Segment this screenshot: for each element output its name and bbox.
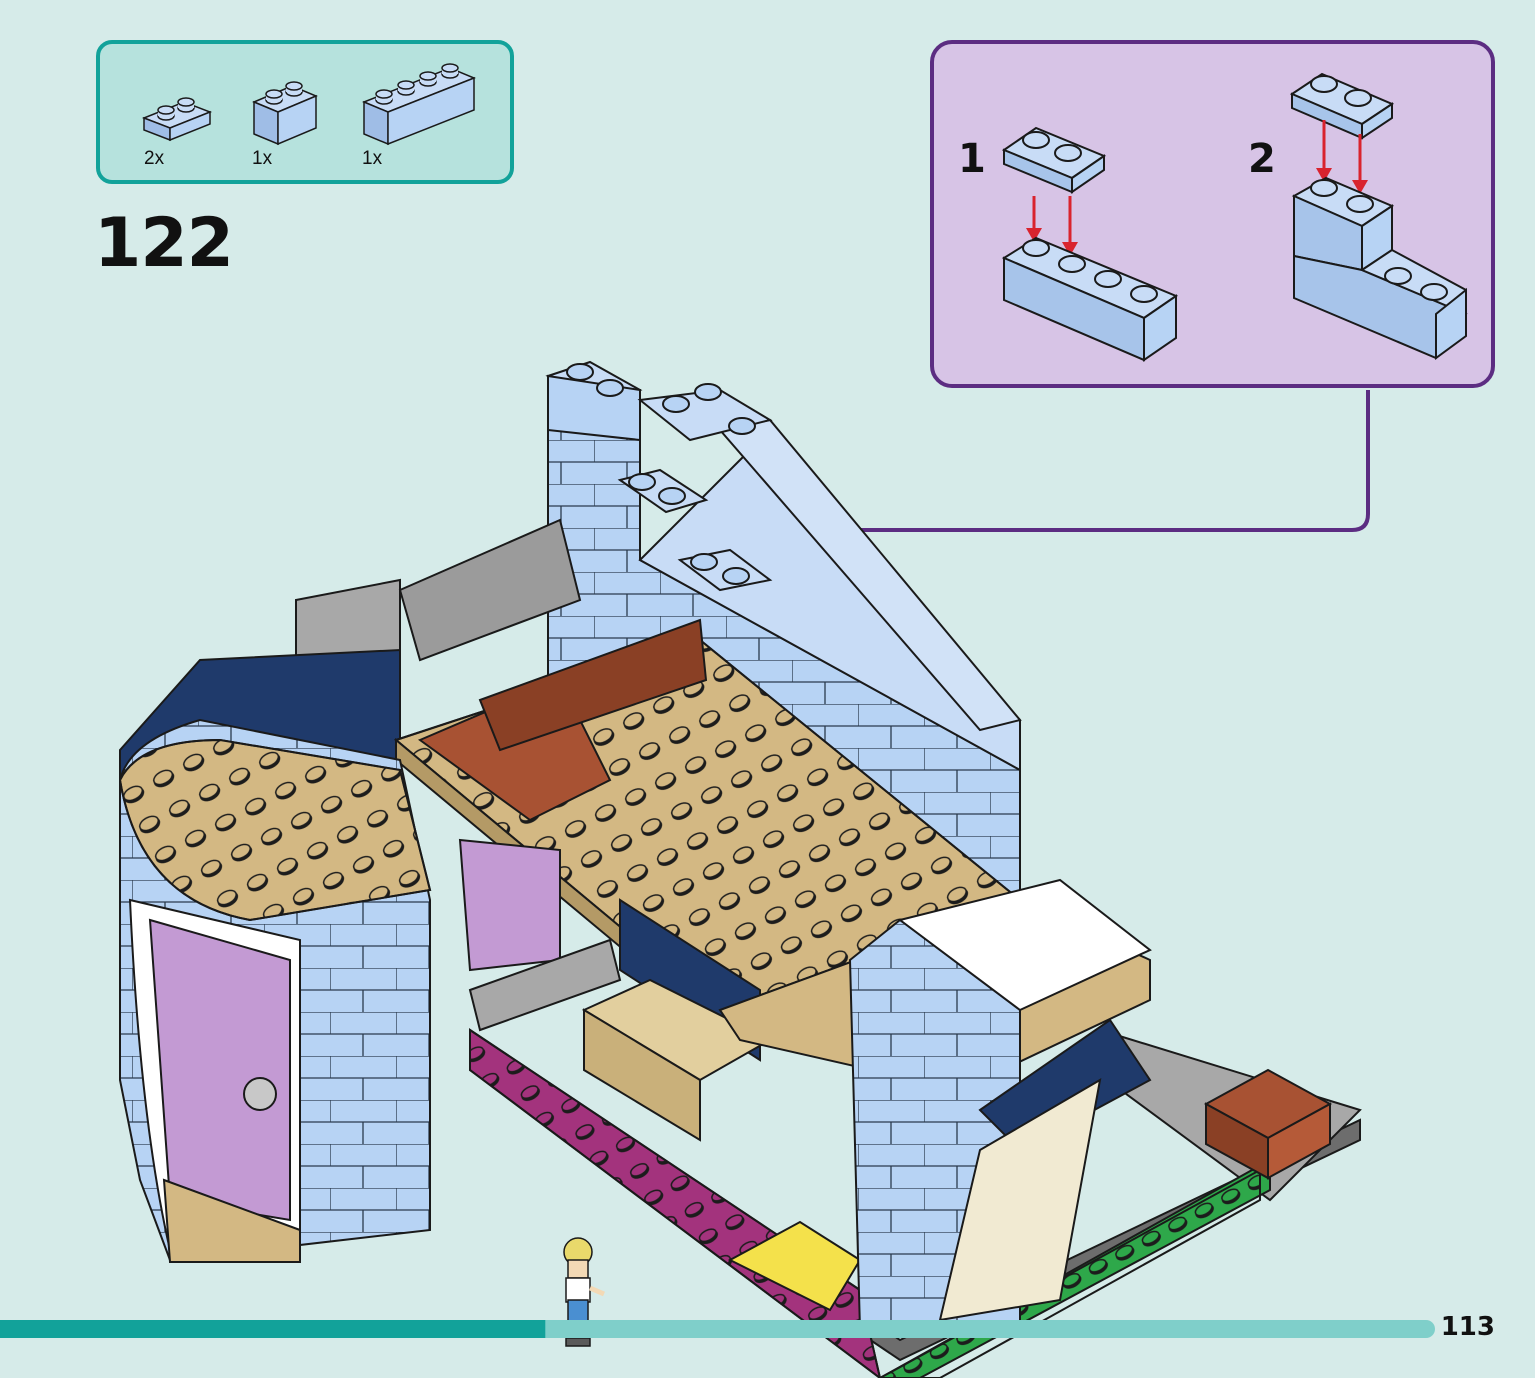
parts-illustration: [141, 63, 476, 146]
sub-step-label-1: 1: [958, 136, 986, 182]
part-plate-1x2: [141, 97, 213, 142]
sub-step-1-drawing: [1001, 126, 1179, 362]
sub-step-label-2: 2: [1248, 136, 1276, 182]
part-qty-brick-1x2: 1x: [252, 148, 273, 169]
minifigure-icon: [563, 1237, 605, 1347]
part-brick-1x4: [362, 63, 476, 146]
parts-callout: 2x 1x 1x: [96, 40, 514, 184]
model-left-tower: [118, 718, 432, 1263]
part-qty-plate: 2x: [144, 148, 165, 169]
progress-bar: [0, 1320, 1435, 1338]
part-brick-1x2: [252, 81, 318, 146]
page-number: 113: [1440, 1312, 1495, 1342]
model-new-bricks: [547, 363, 773, 592]
progress-fill: [0, 1320, 546, 1338]
step-number: 122: [94, 204, 234, 283]
sub-step-2-drawing: [1289, 72, 1468, 360]
model-interior: [458, 838, 862, 1312]
part-qty-brick-1x4: 1x: [362, 148, 383, 169]
model-front-section: [718, 878, 1152, 1331]
